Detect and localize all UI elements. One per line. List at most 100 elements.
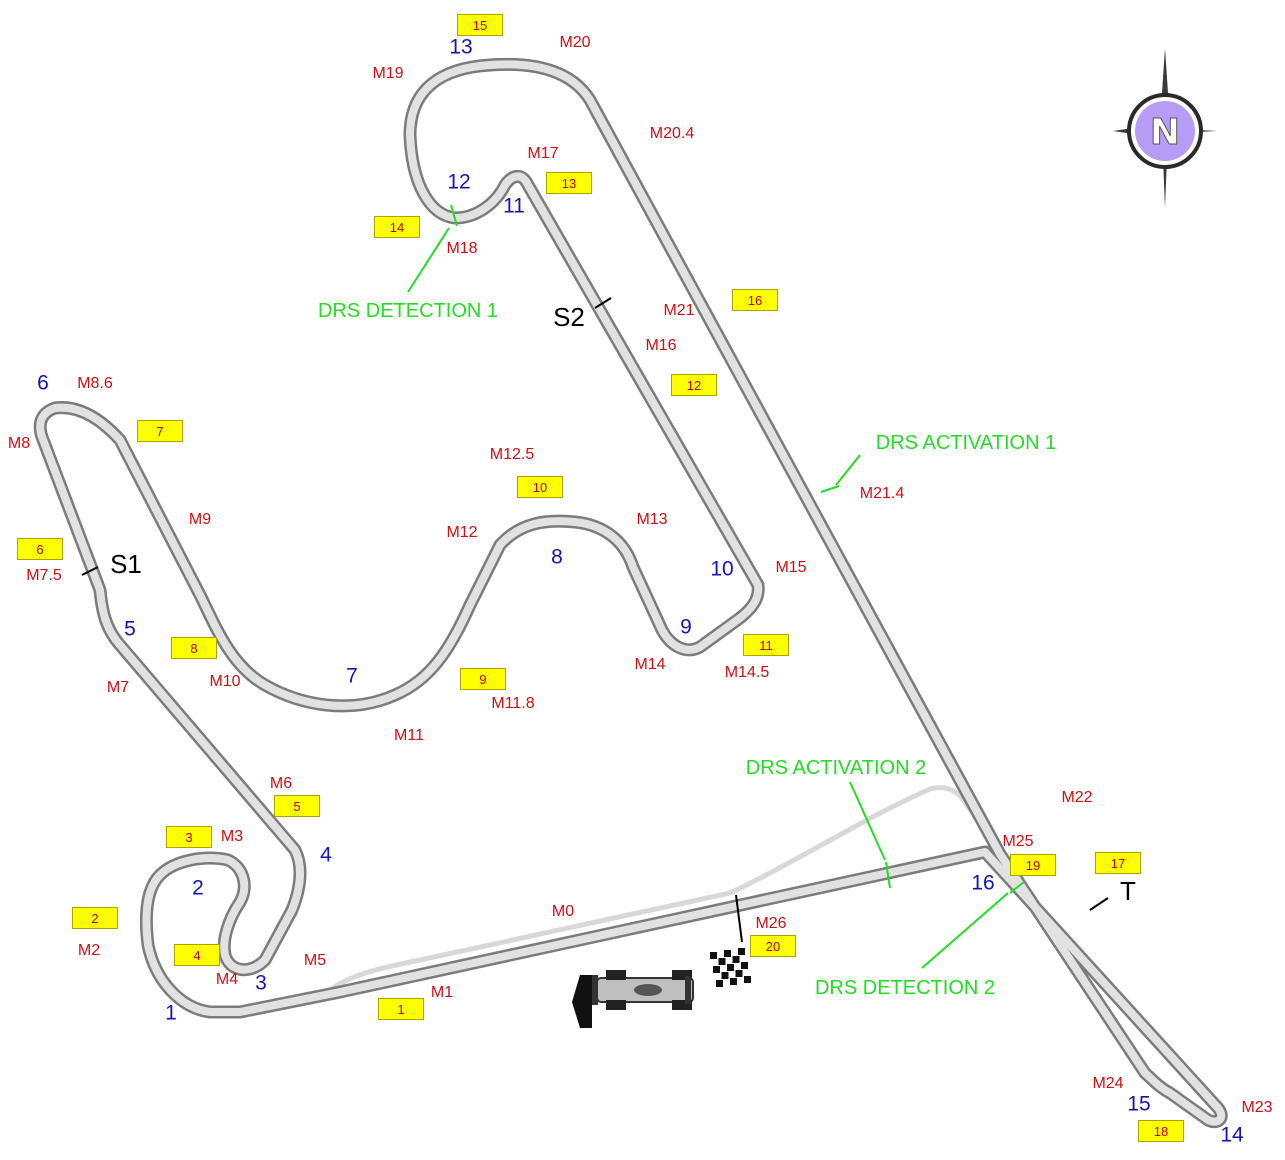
race-track xyxy=(33,57,1228,1129)
marker-box: 1 xyxy=(378,998,424,1020)
marker-label: M16 xyxy=(645,337,677,354)
flag-square xyxy=(732,956,740,963)
marker-box: 15 xyxy=(457,14,503,36)
pit-lane xyxy=(327,785,1015,993)
turn-label: 7 xyxy=(346,664,358,688)
marker-box: 9 xyxy=(460,668,506,690)
turn-label: 10 xyxy=(710,557,734,581)
flag-square xyxy=(738,948,745,955)
flag-square xyxy=(718,958,726,965)
flag-square xyxy=(716,980,723,987)
turn-label: 12 xyxy=(447,170,471,194)
flag-square xyxy=(724,950,731,957)
turn-label: 15 xyxy=(1127,1092,1151,1116)
turn-label: 5 xyxy=(124,617,136,641)
drs-lines xyxy=(407,204,1025,969)
marker-label: M3 xyxy=(220,828,244,845)
marker-label: M11 xyxy=(394,727,424,744)
marker-label: M2 xyxy=(77,942,101,959)
sector-line-s1 xyxy=(81,566,99,576)
flag-square xyxy=(721,972,729,979)
compass-north-icon: N xyxy=(1113,48,1217,208)
turn-label: 16 xyxy=(971,871,995,895)
marker-box: 14 xyxy=(374,216,420,238)
checkered-flag-icon xyxy=(710,948,751,987)
marker-label: M0 xyxy=(551,903,575,920)
sector-1-label: S1 xyxy=(110,549,142,579)
drs-activation-2-label: DRS ACTIVATION 2 xyxy=(745,757,927,779)
turn-label: 2 xyxy=(192,876,204,900)
flag-square xyxy=(710,952,717,959)
marker-label: M11.8 xyxy=(491,695,535,712)
marker-label: M12 xyxy=(446,524,478,541)
turn-label: 4 xyxy=(320,843,332,867)
marker-label: M10 xyxy=(209,673,241,690)
marker-label: M6 xyxy=(269,775,293,792)
marker-label: M14 xyxy=(634,656,666,673)
drs-activation-1-label: DRS ACTIVATION 1 xyxy=(875,432,1057,454)
finish-line xyxy=(735,894,743,943)
marker-box: 7 xyxy=(137,420,183,442)
marker-label: M15 xyxy=(775,559,807,576)
flag-square xyxy=(742,969,750,976)
marker-label: M22 xyxy=(1061,789,1093,806)
turn-label: 14 xyxy=(1220,1123,1244,1147)
flag-square xyxy=(735,970,743,977)
flag-square xyxy=(727,964,734,971)
svg-text:N: N xyxy=(1150,112,1180,153)
marker-label: M5 xyxy=(303,952,327,969)
marker-box: 18 xyxy=(1138,1120,1184,1142)
flag-square xyxy=(725,957,733,964)
flag-square xyxy=(737,977,744,984)
marker-label: M17 xyxy=(527,145,559,162)
marker-label: M1 xyxy=(430,984,454,1001)
drs-detection-1-label: DRS DETECTION 1 xyxy=(317,300,499,322)
flag-square xyxy=(713,966,720,973)
marker-label: M9 xyxy=(188,511,212,528)
race-car-icon xyxy=(590,970,694,1010)
marker-label: M24 xyxy=(1092,1075,1124,1092)
marker-box: 10 xyxy=(517,476,563,498)
marker-box: 20 xyxy=(750,935,796,957)
turn-label: 11 xyxy=(503,194,525,218)
marker-label: M7.5 xyxy=(26,567,62,584)
flag-square xyxy=(711,959,719,966)
sector-line-s2 xyxy=(594,297,612,309)
flag-square xyxy=(717,951,724,958)
sector-line-t xyxy=(1089,897,1109,911)
marker-box: 11 xyxy=(743,634,789,656)
marker-box: 12 xyxy=(671,374,717,396)
flag-square xyxy=(739,955,747,962)
marker-label: M13 xyxy=(636,511,668,528)
marker-label: M20.4 xyxy=(649,125,695,142)
marker-label: M18 xyxy=(446,240,478,257)
marker-box: 3 xyxy=(166,826,212,848)
flag-square xyxy=(720,965,727,972)
marker-label: M23 xyxy=(1241,1099,1273,1116)
marker-box: 6 xyxy=(17,538,63,560)
turn-label: 8 xyxy=(551,545,563,569)
flag-square xyxy=(723,979,730,986)
turn-label: 1 xyxy=(165,1001,177,1025)
turn-label: 9 xyxy=(680,615,692,639)
flag-square xyxy=(741,962,748,969)
marker-label: M14.5 xyxy=(724,664,770,681)
marker-label: M21 xyxy=(663,302,695,319)
marker-label: M25 xyxy=(1002,833,1034,850)
turn-label: 13 xyxy=(449,35,473,59)
turn-label: 3 xyxy=(255,971,267,995)
marker-box: 2 xyxy=(72,907,118,929)
marker-box: 13 xyxy=(546,172,592,194)
marker-label: M4 xyxy=(215,971,239,988)
flag-square xyxy=(714,973,722,980)
direction-arrow-icon xyxy=(572,975,592,1028)
marker-box: 16 xyxy=(732,289,778,311)
marker-label: M8 xyxy=(7,435,31,452)
turn-label: 6 xyxy=(37,371,49,395)
flag-square xyxy=(744,976,751,983)
marker-box: 4 xyxy=(174,944,220,966)
marker-label: M20 xyxy=(559,34,591,51)
marker-box: 8 xyxy=(171,637,217,659)
marker-label: M26 xyxy=(755,915,787,932)
